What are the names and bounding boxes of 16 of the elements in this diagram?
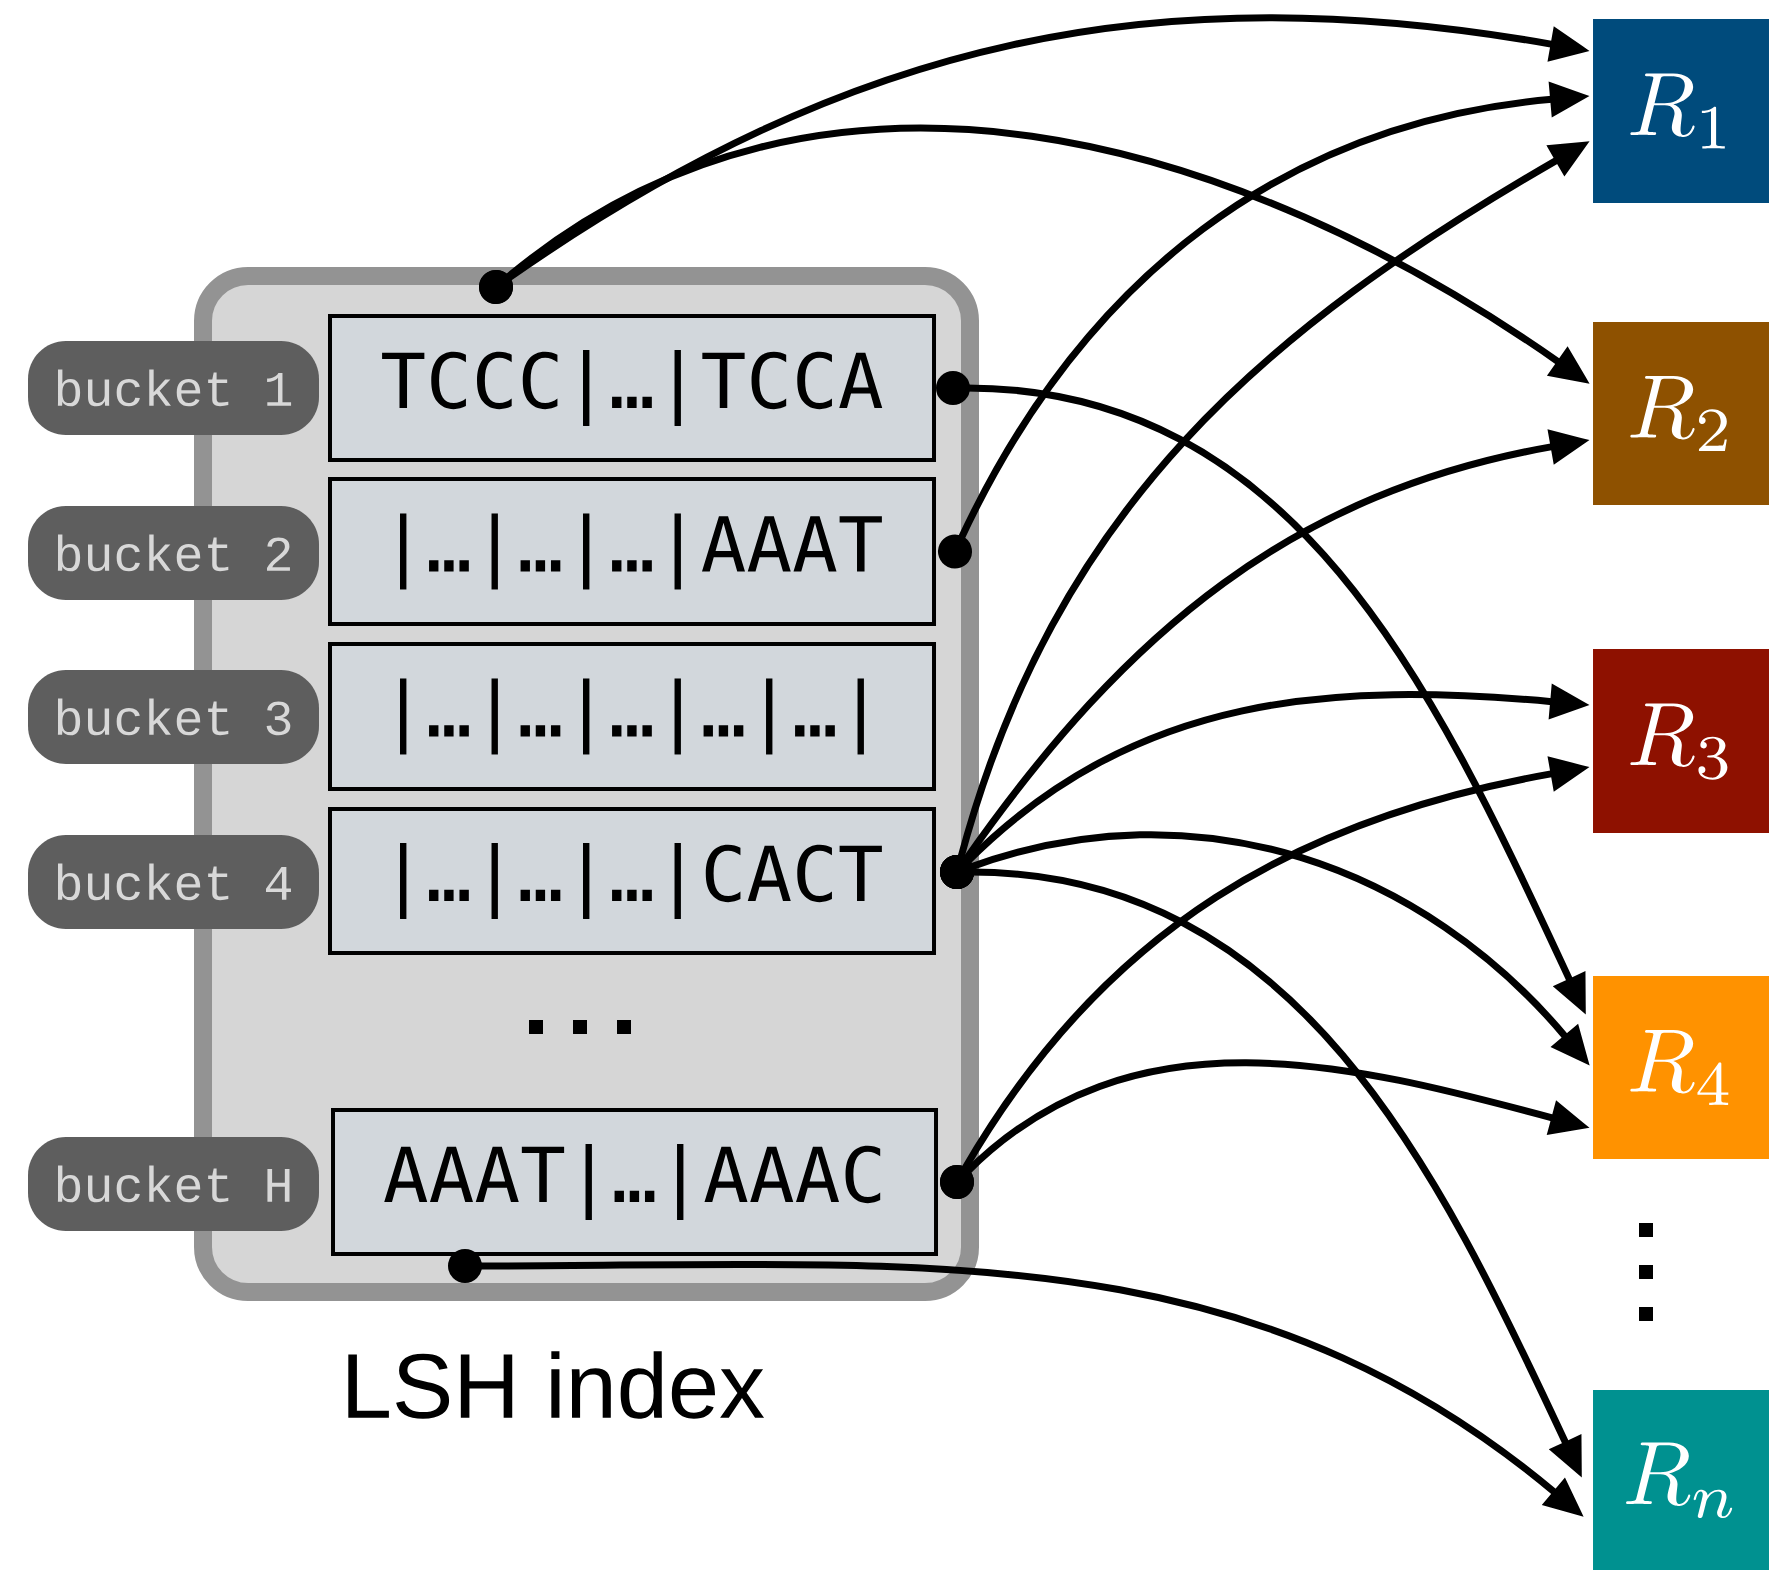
result-box: $R_{3}$: [1593, 649, 1769, 833]
result-box: $R_{1}$: [1593, 19, 1769, 203]
bucket-row: |…|…|…|…|…|: [328, 642, 936, 791]
result-box: $R_{4}$: [1593, 976, 1769, 1159]
bucket-row: |…|…|…|AAAT: [328, 477, 936, 626]
result-box: $R_{n}$: [1593, 1390, 1769, 1570]
bucket-row: |…|…|…|CACT: [328, 807, 936, 955]
result-box: $R_{2}$: [1593, 322, 1769, 505]
panel-caption: LSH index: [348, 1351, 765, 1419]
bucket-label: bucket H: [28, 1137, 319, 1231]
bucket-row: AAAT|…|AAAC: [331, 1108, 938, 1256]
bucket-label: bucket 3: [28, 670, 319, 764]
bucket-label: bucket 2: [28, 506, 319, 600]
bucket-row: TCCC|…|TCCA: [328, 314, 936, 462]
bucket-label: bucket 4: [28, 835, 319, 929]
bucket-label: bucket 1: [28, 341, 319, 435]
